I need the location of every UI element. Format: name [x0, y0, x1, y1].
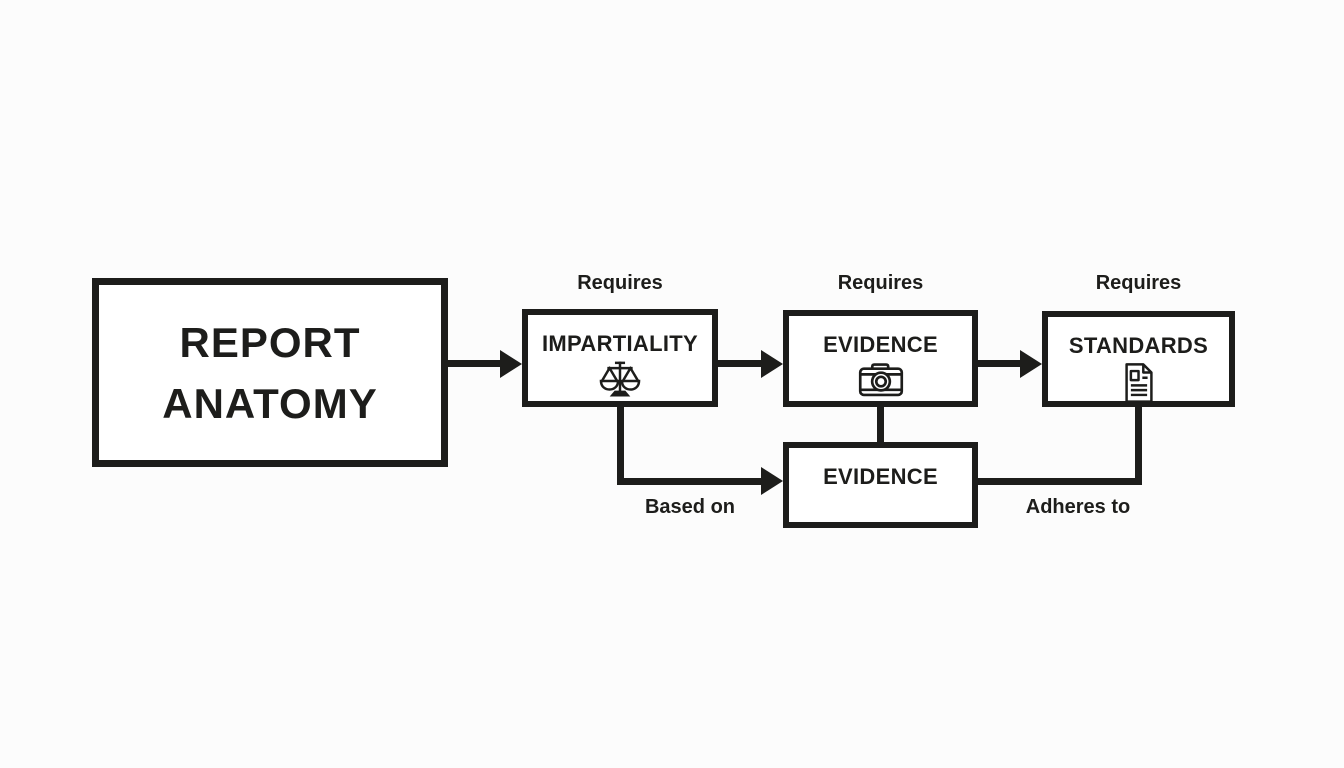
- arrowhead-to-impartiality: [500, 350, 522, 378]
- arrowhead-to-bottom-evidence: [761, 467, 783, 495]
- camera-icon: [858, 361, 904, 398]
- impartiality-label: IMPARTIALITY: [542, 331, 698, 356]
- document-icon: [1121, 362, 1157, 404]
- connector-impartiality-to-evidence: [718, 360, 764, 367]
- requires-label-impartiality: Requires: [577, 272, 663, 294]
- evidence-box: EVIDENCE: [783, 310, 978, 407]
- arrowhead-to-standards: [1020, 350, 1042, 378]
- connector-adheres-to-horizontal: [976, 478, 1142, 485]
- requires-label-evidence: Requires: [837, 272, 924, 294]
- based-on-label: Based on: [644, 496, 736, 518]
- arrowhead-to-evidence: [761, 350, 783, 378]
- connector-standards-down: [1135, 405, 1142, 485]
- standards-label: STANDARDS: [1068, 333, 1209, 358]
- standards-box: STANDARDS: [1042, 311, 1235, 407]
- requires-label-standards: Requires: [1095, 272, 1182, 294]
- connector-evidence-to-standards: [978, 360, 1023, 367]
- connector-impartiality-down: [617, 405, 624, 485]
- evidence-bottom-box: EVIDENCE: [783, 442, 978, 528]
- adheres-to-label: Adheres to: [1025, 496, 1131, 518]
- impartiality-box: IMPARTIALITY: [522, 309, 718, 407]
- report-anatomy-title-line1: REPORT: [179, 318, 361, 366]
- report-anatomy-box: REPORT ANATOMY: [92, 278, 448, 467]
- evidence-label: EVIDENCE: [823, 332, 938, 357]
- connector-root-to-impartiality: [448, 360, 505, 367]
- connector-evidence-down: [877, 405, 884, 445]
- evidence-bottom-label: EVIDENCE: [823, 464, 938, 489]
- report-anatomy-title-line2: ANATOMY: [162, 379, 378, 427]
- connector-based-on-horizontal: [617, 478, 763, 485]
- scales-icon: [596, 360, 644, 400]
